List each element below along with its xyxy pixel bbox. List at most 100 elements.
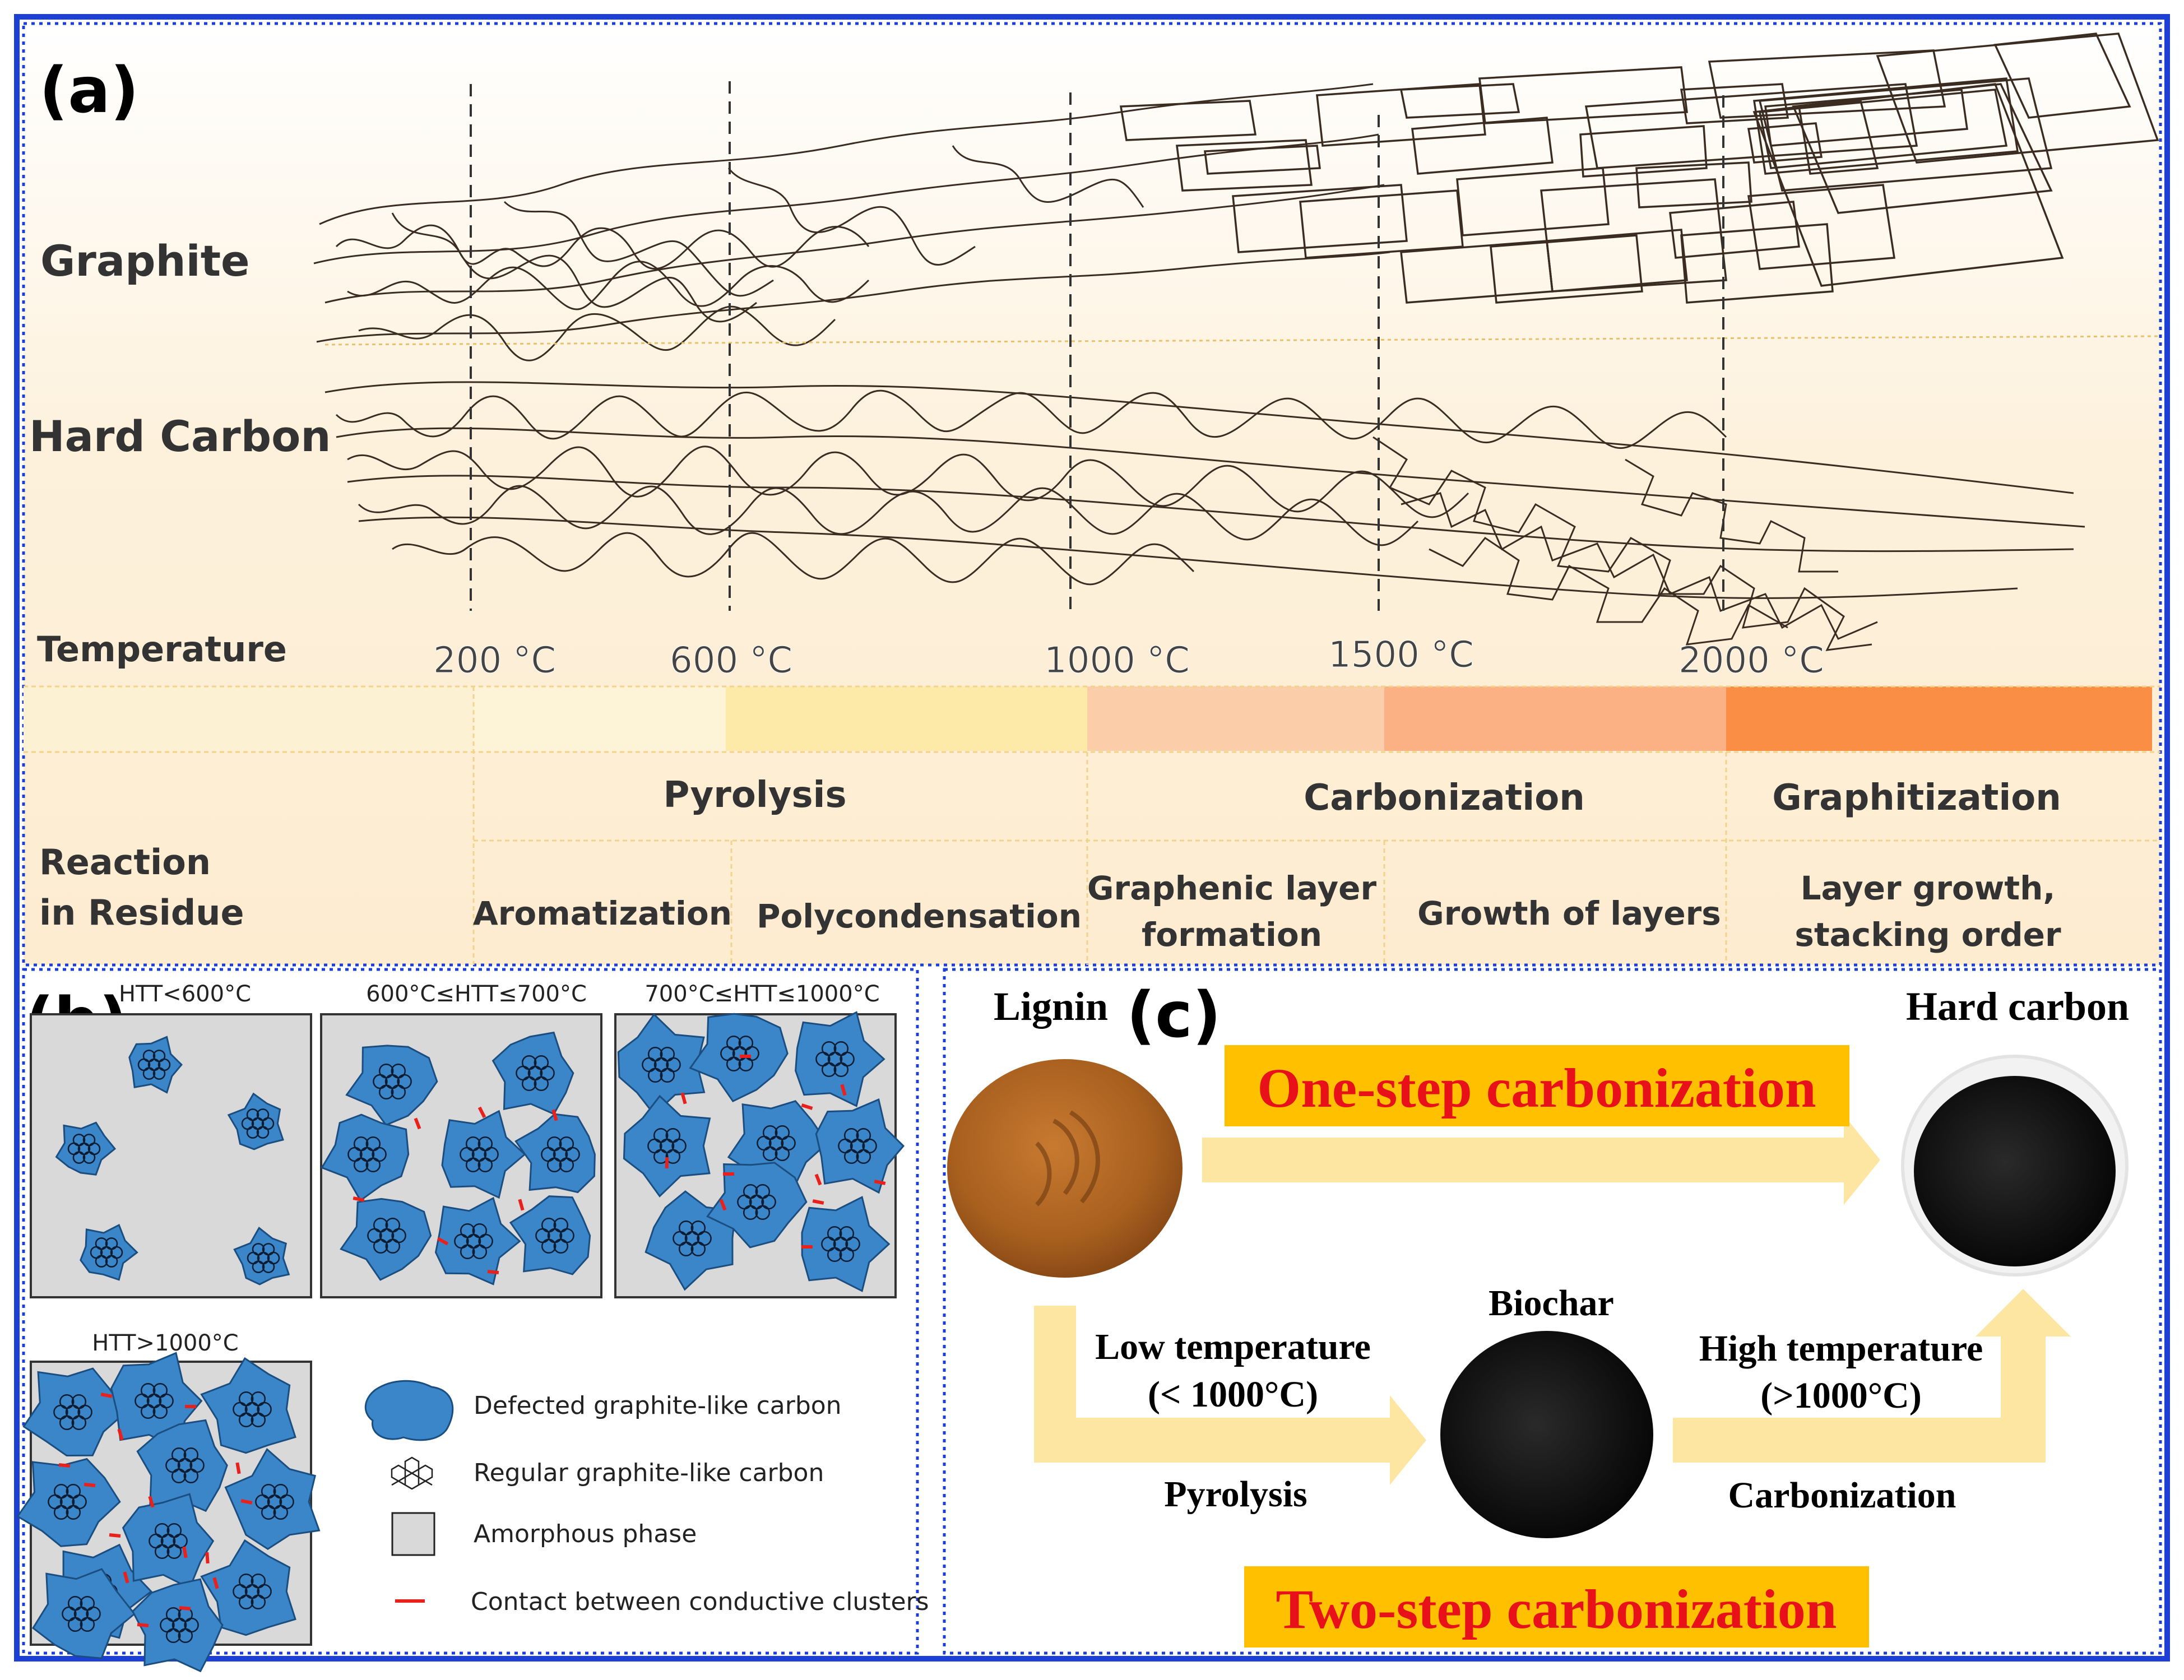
panel-c-label: (c)	[1126, 979, 1221, 1052]
regular-cluster	[521, 1055, 537, 1070]
regular-cluster	[378, 1084, 394, 1100]
regular-cluster	[843, 1149, 859, 1164]
one-step-banner	[1225, 1045, 1849, 1126]
regular-cluster	[273, 1483, 289, 1499]
regular-cluster	[541, 1238, 557, 1254]
two-step-banner	[1244, 1566, 1869, 1647]
legend-amorphous-icon	[391, 1512, 435, 1556]
legend-regular-icon	[391, 1456, 433, 1490]
regular-cluster	[690, 1220, 706, 1236]
contact-mark	[680, 1092, 687, 1104]
defected-cluster	[55, 1121, 117, 1176]
regular-cluster	[775, 1125, 790, 1140]
band-200-600	[474, 686, 726, 751]
regular-cluster	[373, 1217, 388, 1233]
regular-cluster	[385, 1238, 401, 1254]
contact-mark	[109, 1533, 121, 1538]
legend-regular-text: Regular graphite-like carbon	[474, 1459, 824, 1487]
two-step-label: Two-step carbonization	[1276, 1578, 1837, 1640]
hard-carbon-powder-image	[1901, 1055, 2129, 1277]
regular-cluster	[743, 1184, 758, 1199]
regular-cluster	[385, 1217, 401, 1233]
regular-cluster	[171, 1468, 187, 1484]
graphite-disordered-network	[313, 83, 1390, 361]
regular-cluster	[152, 1067, 166, 1080]
regular-cluster	[833, 1041, 849, 1056]
temperature-row-label: Temperature	[37, 629, 287, 670]
regular-cluster	[82, 1134, 96, 1147]
regular-cluster	[665, 1149, 681, 1164]
regular-cluster	[72, 1134, 86, 1147]
step-layer-growth-line1: Layer growth,	[1801, 869, 2056, 907]
regular-cluster	[726, 1035, 741, 1051]
regular-cluster	[660, 1046, 675, 1062]
regular-cluster	[140, 1404, 156, 1419]
contact-mark	[551, 1109, 558, 1121]
regular-cluster	[391, 1063, 406, 1079]
regular-cluster	[183, 1468, 199, 1484]
defected-cluster	[80, 1224, 138, 1281]
defected-cluster	[32, 1568, 136, 1659]
regular-cluster	[839, 1226, 855, 1241]
regular-cluster	[142, 1067, 156, 1080]
regular-cluster	[726, 1056, 741, 1072]
regular-cluster	[477, 1136, 493, 1152]
regular-cluster	[166, 1523, 182, 1538]
band-600-1000	[726, 686, 1087, 751]
biochar-label: Biochar	[1489, 1283, 1614, 1324]
regular-cluster	[647, 1068, 663, 1083]
hard-carbon-label: Hard carbon	[1906, 984, 2129, 1029]
defected-cluster	[340, 1198, 432, 1281]
regular-cluster	[95, 1255, 108, 1268]
regular-cluster	[152, 1050, 166, 1062]
temp-label-2000: 2000 °C	[1678, 640, 1824, 681]
regular-cluster	[391, 1084, 406, 1100]
defected-cluster	[815, 1098, 905, 1194]
regular-cluster	[71, 1415, 87, 1431]
regular-cluster	[534, 1076, 549, 1092]
regular-cluster	[472, 1223, 488, 1238]
contact-mark	[137, 1623, 149, 1627]
regular-cluster	[373, 1238, 388, 1254]
contact-mark	[812, 1199, 824, 1205]
regular-cluster	[762, 1146, 778, 1162]
box-title-4: HTT>1000°C	[92, 1330, 238, 1356]
box-title-1: HTT<600°C	[119, 981, 251, 1007]
regular-cluster	[775, 1146, 790, 1162]
regular-cluster	[821, 1041, 837, 1056]
defected-cluster	[136, 1419, 228, 1512]
regular-cluster	[251, 1573, 266, 1589]
step-layer-growth-line2: stacking order	[1795, 916, 2061, 954]
regular-cluster	[252, 1243, 265, 1256]
low-temp-label-line2: (< 1000°C)	[1148, 1374, 1318, 1415]
legend-defected-text: Defected graphite-like carbon	[474, 1391, 842, 1420]
high-temp-arrow	[1673, 1289, 2071, 1463]
regular-cluster	[152, 1404, 168, 1419]
reaction-row-label-line1: Reaction	[39, 842, 211, 883]
defected-cluster	[491, 1031, 574, 1115]
regular-cluster	[553, 1238, 569, 1254]
box-title-2: 600°C≤HTT≤700°C	[366, 981, 587, 1007]
contact-mark	[437, 1237, 449, 1246]
regular-cluster	[546, 1136, 562, 1152]
contact-mark	[814, 1173, 822, 1186]
legend-contact-text: Contact between conductive clusters	[471, 1588, 929, 1616]
temp-label-600: 600 °C	[670, 640, 792, 681]
panel-c: (c) One-step carbonization Two-step carb…	[943, 968, 2162, 1655]
regular-cluster	[647, 1046, 663, 1062]
regular-cluster	[755, 1184, 771, 1199]
regular-cluster	[183, 1447, 199, 1463]
regular-cluster	[67, 1617, 83, 1632]
box-title-3: 700°C≤HTT≤1000°C	[644, 981, 879, 1007]
cluster-box-titles: HTT<600°C 600°C≤HTT≤700°C 700°C≤HTT≤1000…	[92, 981, 879, 1356]
regular-cluster	[660, 1068, 675, 1083]
defected-cluster	[706, 1162, 808, 1249]
legend-amorphous-text: Amorphous phase	[474, 1520, 697, 1548]
contact-mark	[518, 1199, 525, 1211]
regular-cluster	[856, 1127, 871, 1143]
regular-cluster	[105, 1255, 118, 1268]
contact-mark	[840, 1084, 847, 1096]
regular-cluster	[843, 1127, 859, 1143]
regular-cluster	[653, 1127, 669, 1143]
regular-cluster	[472, 1244, 488, 1260]
